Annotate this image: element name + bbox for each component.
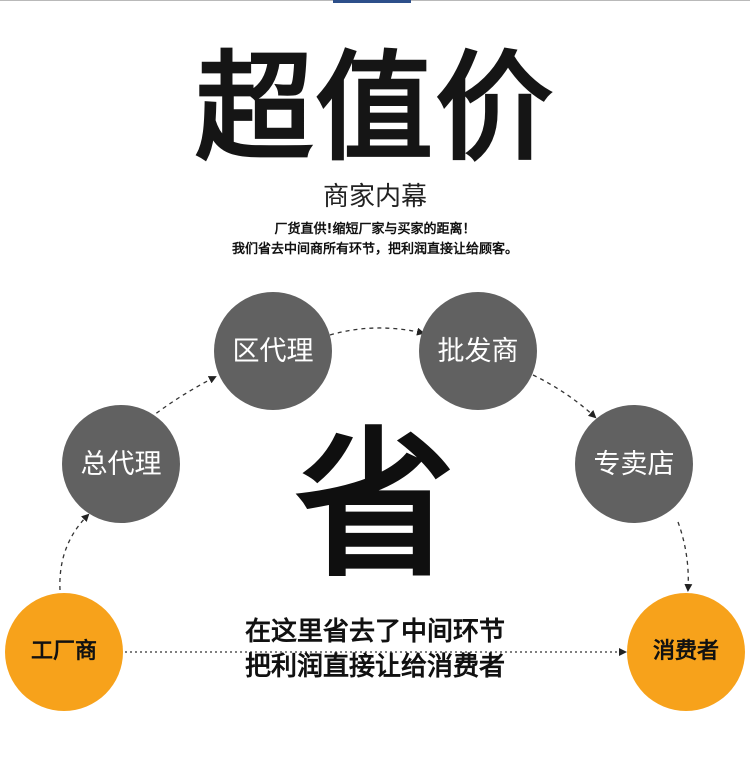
tagline-2: 我们省去中间商所有环节，把利润直接让给顾客。 bbox=[231, 242, 518, 257]
arrow-factory-to-general bbox=[59, 513, 90, 591]
save-character: 省 bbox=[294, 412, 455, 599]
node-wholesaler: 批发商 bbox=[419, 292, 537, 410]
arrow-regional-to-wholesale bbox=[329, 327, 425, 336]
node-retail-store-label: 专卖店 bbox=[593, 448, 675, 480]
message-line-2: 把利润直接让给消费者 bbox=[244, 652, 505, 682]
node-retail-store: 专卖店 bbox=[575, 405, 693, 523]
node-factory-label: 工厂商 bbox=[30, 639, 97, 664]
node-regional-agent: 区代理 bbox=[214, 292, 332, 410]
tagline-1: 厂货直供!缩短厂家与买家的距离！ bbox=[274, 222, 476, 237]
arrow-general-to-regional bbox=[149, 376, 217, 419]
arrow-retail-to-consumer bbox=[677, 521, 693, 592]
node-consumer: 消费者 bbox=[627, 593, 745, 711]
node-consumer-label: 消费者 bbox=[652, 639, 719, 664]
message-line-1: 在这里省去了中间环节 bbox=[244, 617, 505, 647]
top-accent-bar bbox=[333, 0, 411, 3]
node-regional-agent-label: 区代理 bbox=[232, 335, 314, 367]
headline-title: 超值价 bbox=[194, 39, 555, 177]
headline-subtitle: 商家内幕 bbox=[322, 182, 427, 212]
node-general-agent-label: 总代理 bbox=[80, 448, 162, 480]
node-wholesaler-label: 批发商 bbox=[437, 335, 519, 367]
arrow-wholesale-to-retail bbox=[532, 374, 597, 419]
node-general-agent: 总代理 bbox=[62, 405, 180, 523]
node-factory: 工厂商 bbox=[5, 593, 123, 711]
